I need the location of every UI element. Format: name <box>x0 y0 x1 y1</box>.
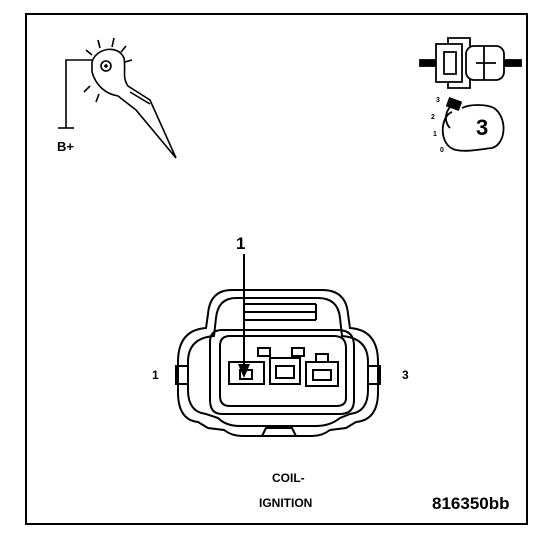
ignition-position-label: 3 <box>476 115 489 140</box>
callout-arrow <box>238 254 250 378</box>
ignition-scale-label: 3 <box>436 97 440 104</box>
pin-label-left: 1 <box>152 368 159 382</box>
connector-title-line1: COIL- <box>272 471 305 485</box>
ignition-switch-icon <box>441 97 505 152</box>
ignition-scale-label: 2 <box>431 114 435 121</box>
figure-frame <box>25 13 528 525</box>
figure-code: 816350bb <box>432 494 510 513</box>
connector-title-line2: IGNITION <box>259 496 313 510</box>
test-probe-icon <box>58 37 177 159</box>
harness-connector-icon <box>419 37 522 89</box>
voltage-label: B+ <box>57 139 74 154</box>
ignition-scale-label: 1 <box>433 131 437 138</box>
connector-face <box>175 289 381 437</box>
callout-number: 1 <box>236 234 246 253</box>
ignition-scale-label: 0 <box>440 147 444 154</box>
pin-label-right: 3 <box>402 368 409 382</box>
